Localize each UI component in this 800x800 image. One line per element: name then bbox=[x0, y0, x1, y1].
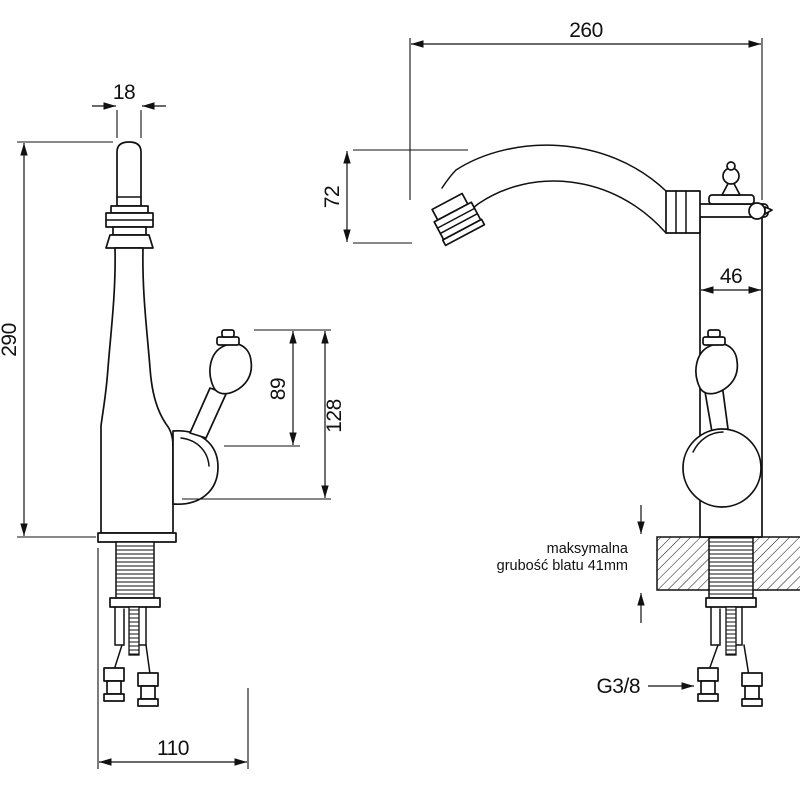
side-handle-knob bbox=[695, 342, 739, 395]
front-body bbox=[100, 247, 174, 534]
dim-text-total-height: 290 bbox=[0, 323, 21, 357]
dimension-handle-89: 89 bbox=[224, 329, 331, 447]
front-view-faucet bbox=[97, 141, 253, 707]
front-base-flange bbox=[97, 532, 177, 543]
front-threaded-shank bbox=[115, 541, 155, 599]
counter-note-line2: grubość blatu 41mm bbox=[497, 558, 628, 574]
dim-text-body-diameter: 46 bbox=[720, 265, 742, 288]
dim-text-spout-drop: 72 bbox=[321, 186, 344, 208]
dimension-handle-128: 128 bbox=[182, 331, 346, 500]
dimension-thread-g38: G3/8 bbox=[596, 675, 694, 698]
side-view-faucet bbox=[431, 144, 800, 707]
front-collar-rings bbox=[105, 205, 154, 249]
side-aerator bbox=[431, 192, 486, 247]
side-top-finial bbox=[693, 161, 773, 220]
dimension-spout-drop-72: 72 bbox=[321, 149, 468, 244]
dim-text-handle-base: 128 bbox=[323, 399, 346, 433]
dimension-total-height-290: 290 bbox=[0, 141, 113, 538]
side-handle-joint bbox=[682, 428, 762, 508]
front-handle-knob bbox=[209, 342, 253, 395]
dim-text-depth: 110 bbox=[157, 737, 189, 760]
dim-text-spout-width: 18 bbox=[113, 81, 135, 104]
side-spout-outer-curve bbox=[441, 144, 667, 192]
dimension-spout-width-18: 18 bbox=[92, 81, 166, 138]
front-spout-pipe bbox=[116, 141, 142, 207]
dimension-counter-thickness: maksymalna grubość blatu 41mm bbox=[497, 505, 645, 623]
counter-note-line1: maksymalna bbox=[547, 541, 629, 557]
side-knob-screw bbox=[748, 202, 766, 220]
side-mounting-hardware bbox=[697, 597, 763, 707]
front-hose-fitting-right bbox=[137, 672, 159, 707]
side-hose-fitting-right bbox=[741, 672, 763, 707]
side-hose-fitting-left bbox=[697, 667, 719, 702]
dimension-spout-reach-260: 260 bbox=[409, 19, 763, 200]
side-spout-connector bbox=[665, 190, 701, 234]
front-joint-detail bbox=[180, 437, 210, 467]
dimension-depth-110: 110 bbox=[97, 548, 249, 769]
front-knob-button bbox=[221, 329, 235, 338]
dimension-body-46: 46 bbox=[701, 265, 761, 294]
dim-text-handle-joint: 89 bbox=[267, 378, 290, 400]
front-mounting-hardware bbox=[103, 597, 161, 707]
dim-text-spout-reach: 260 bbox=[569, 19, 603, 42]
side-threaded-shank bbox=[708, 536, 754, 599]
thread-size-label: G3/8 bbox=[596, 675, 640, 698]
front-knob-cap bbox=[216, 336, 240, 346]
front-hose-fitting-left bbox=[103, 667, 125, 702]
side-handle bbox=[682, 329, 762, 508]
